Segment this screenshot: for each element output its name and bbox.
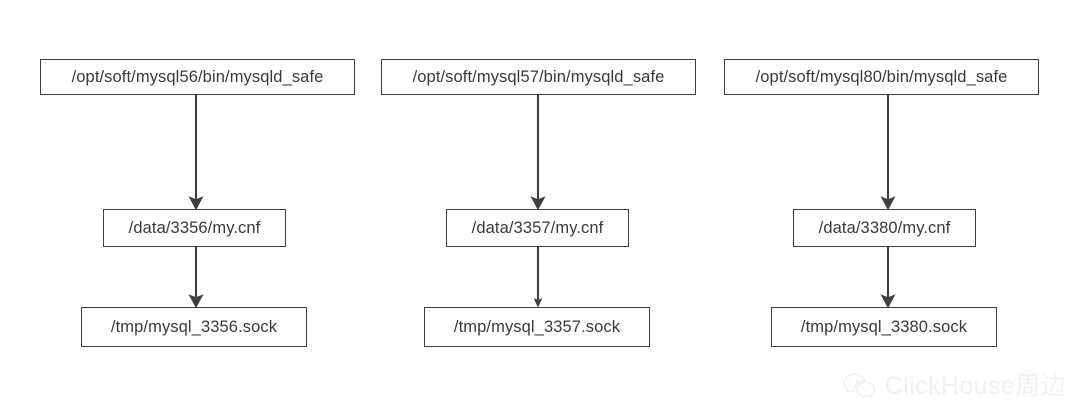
node-label: /opt/soft/mysql57/bin/mysqld_safe bbox=[412, 67, 665, 86]
node-label: /tmp/mysql_3380.sock bbox=[800, 317, 968, 336]
node-label: /data/3357/my.cnf bbox=[471, 218, 604, 237]
wechat-icon bbox=[842, 373, 875, 399]
node-label: /opt/soft/mysql80/bin/mysqld_safe bbox=[755, 67, 1008, 86]
node-bin-mysql80: /opt/soft/mysql80/bin/mysqld_safe bbox=[724, 59, 1039, 95]
watermark-text: ClickHouse周边 bbox=[884, 371, 1066, 400]
watermark: ClickHouse周边 bbox=[842, 372, 1066, 400]
node-sock-3380: /tmp/mysql_3380.sock bbox=[771, 307, 997, 347]
node-cnf-3380: /data/3380/my.cnf bbox=[793, 209, 976, 247]
node-label: /tmp/mysql_3356.sock bbox=[110, 317, 278, 336]
node-cnf-3357: /data/3357/my.cnf bbox=[446, 209, 629, 247]
node-bin-mysql57: /opt/soft/mysql57/bin/mysqld_safe bbox=[381, 59, 696, 95]
node-sock-3356: /tmp/mysql_3356.sock bbox=[81, 307, 307, 347]
node-label: /opt/soft/mysql56/bin/mysqld_safe bbox=[71, 67, 324, 86]
node-cnf-3356: /data/3356/my.cnf bbox=[103, 209, 286, 247]
node-label: /data/3356/my.cnf bbox=[128, 218, 261, 237]
node-label: /tmp/mysql_3357.sock bbox=[453, 317, 621, 336]
node-bin-mysql56: /opt/soft/mysql56/bin/mysqld_safe bbox=[40, 59, 355, 95]
node-label: /data/3380/my.cnf bbox=[818, 218, 951, 237]
node-sock-3357: /tmp/mysql_3357.sock bbox=[424, 307, 650, 347]
